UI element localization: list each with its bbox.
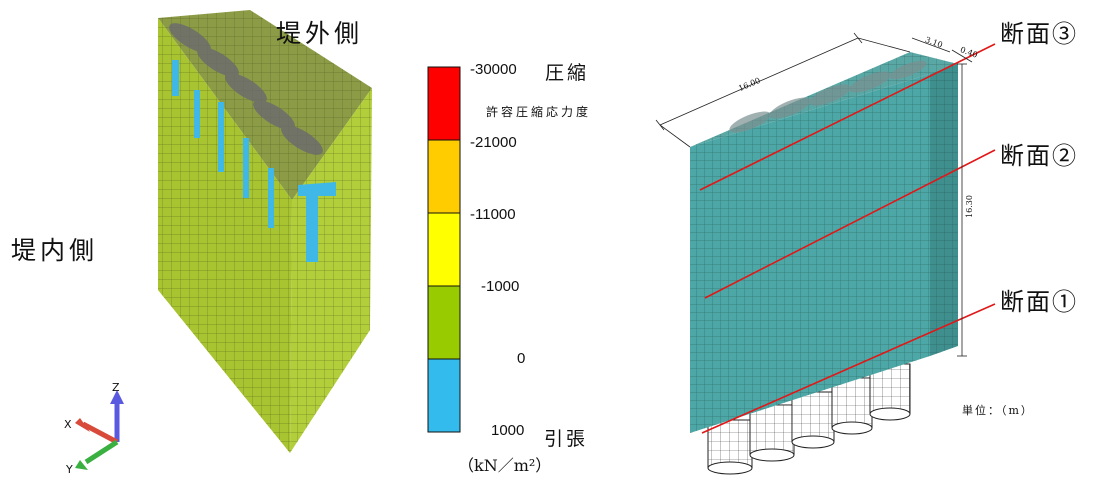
legend-band-2: [427, 139, 461, 214]
section-label-1: 断面①: [1000, 288, 1078, 316]
axis-label-z: Z: [112, 381, 120, 394]
legend-value-0: -30000: [470, 61, 517, 78]
legend-band-1: [427, 66, 461, 141]
dim-height: 16.30: [964, 195, 974, 218]
legend-value-2: -11000: [470, 206, 516, 223]
legend-value-5: 1000: [491, 422, 525, 439]
section-line-2: [704, 149, 996, 299]
axis-label-x: X: [64, 418, 72, 431]
dimension-lines: [655, 32, 973, 357]
axis-label-y: Y: [66, 463, 73, 476]
color-legend: [427, 66, 461, 433]
section-label-3: 断面③: [1000, 20, 1078, 48]
legend-label-tension: 引張: [544, 428, 589, 450]
section-line-3: [699, 43, 996, 191]
unit-length: 単位：（m）: [962, 404, 1034, 417]
left-model-tension-zones: [172, 60, 336, 262]
legend-unit: （kN／m²）: [458, 456, 552, 475]
axis-triad: [75, 390, 124, 470]
left-model-hollow-cells: [169, 23, 323, 155]
section-label-2: 断面②: [1000, 142, 1078, 170]
section-line-1: [701, 303, 996, 434]
legend-label-compression: 圧縮: [545, 62, 590, 84]
right-model-hollow-cells: [729, 60, 927, 133]
legend-value-3: -1000: [481, 278, 520, 295]
legend-value-4: 0: [517, 350, 526, 367]
legend-value-1: -21000: [470, 134, 517, 151]
legend-band-5: [427, 358, 461, 433]
legend-band-3: [427, 212, 461, 287]
legend-label-allowable: 許容圧縮応力度: [486, 105, 592, 119]
label-inner-side: 堤内側: [11, 236, 99, 265]
left-fem-model: [158, 10, 372, 453]
right-fem-model: [655, 32, 996, 475]
legend-band-4: [427, 285, 461, 360]
label-outer-side: 堤外側: [276, 19, 364, 48]
